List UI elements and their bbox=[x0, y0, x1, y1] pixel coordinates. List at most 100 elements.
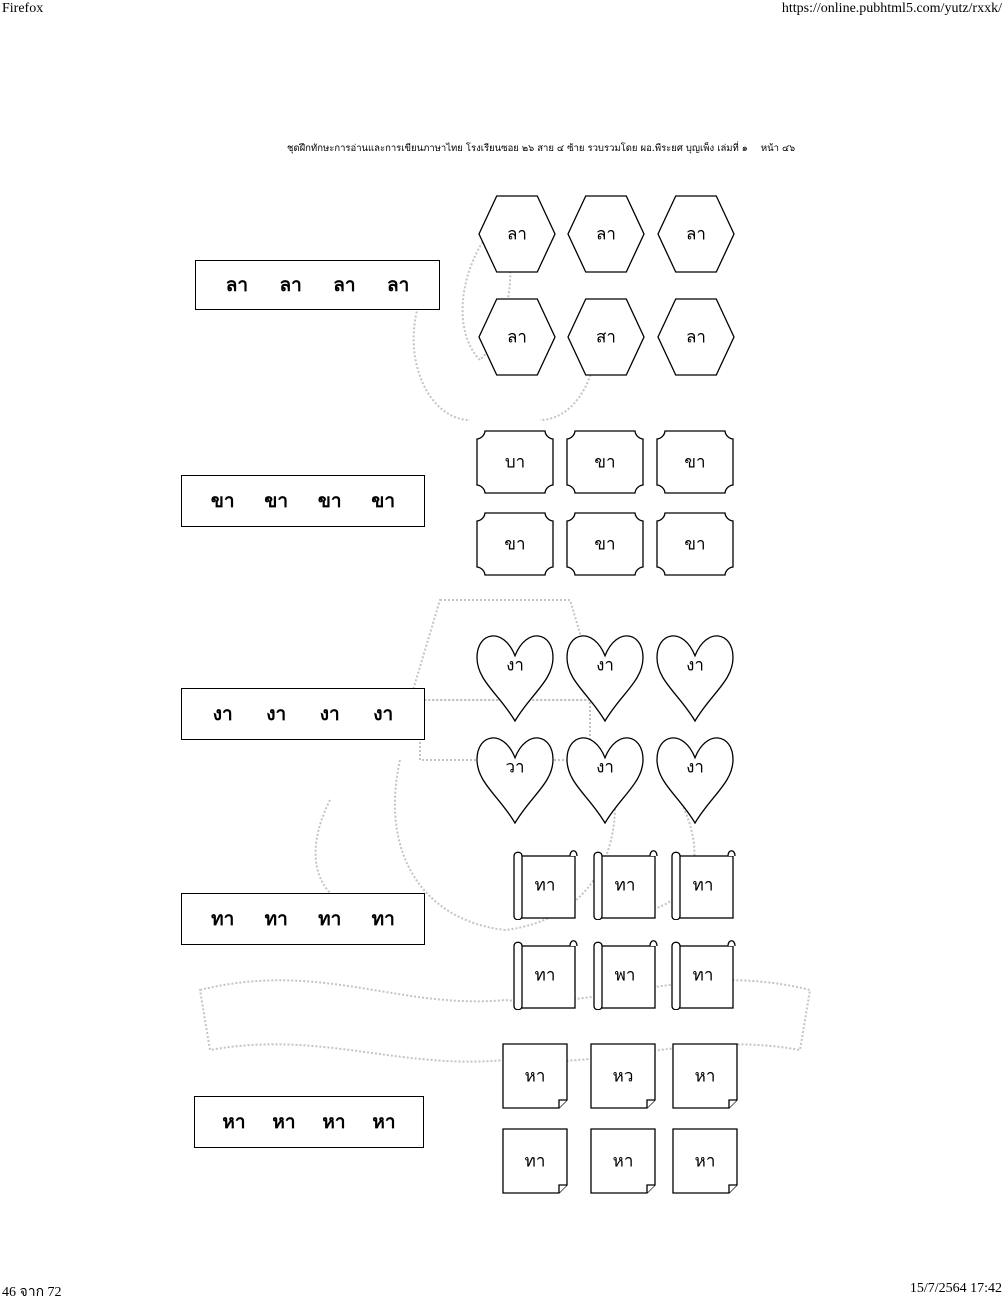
tile-word: ทา bbox=[524, 1151, 546, 1172]
prompt-box: งางางางา bbox=[181, 688, 425, 740]
hexagon-shape bbox=[657, 195, 735, 273]
prompt-word: ทา bbox=[371, 908, 395, 930]
tile-word: หา bbox=[524, 1066, 546, 1087]
scroll-word-tile: ทา bbox=[512, 940, 578, 1010]
prompt-box: ขาขาขาขา bbox=[181, 475, 425, 527]
heart-word-tile: วา bbox=[476, 732, 554, 824]
page-number: หน้า ๔๖ bbox=[760, 143, 796, 154]
note-word-tile: หว bbox=[590, 1043, 656, 1109]
note-word-tile: หา bbox=[672, 1128, 738, 1194]
heart-shape bbox=[566, 635, 644, 722]
prompt-word: ลา bbox=[225, 274, 249, 296]
prompt-word: หา bbox=[272, 1111, 296, 1133]
hexagon-word-tile: ลา bbox=[478, 195, 556, 273]
tile-word: งา bbox=[506, 655, 524, 676]
hexagon-shape bbox=[567, 298, 645, 376]
prompt-word: ทา bbox=[264, 908, 288, 930]
heart-shape bbox=[566, 737, 644, 824]
heart-word-tile: งา bbox=[656, 630, 734, 722]
hexagon-word-tile: ลา bbox=[657, 298, 735, 376]
note-word-tile: ทา bbox=[502, 1128, 568, 1194]
page-counter: 46 จาก 72 bbox=[2, 1285, 62, 1300]
tile-word: ลา bbox=[507, 327, 527, 348]
hexagon-word-tile: สา bbox=[567, 298, 645, 376]
tile-word: ทา bbox=[692, 875, 714, 896]
prompt-word: หา bbox=[322, 1111, 346, 1133]
tile-word: ขา bbox=[504, 534, 526, 555]
tile-word: ขา bbox=[594, 452, 616, 473]
tile-word: สา bbox=[596, 327, 616, 348]
tile-word: งา bbox=[596, 757, 614, 778]
tile-word: หา bbox=[694, 1151, 716, 1172]
prompt-word: ขา bbox=[210, 490, 235, 512]
tile-word: งา bbox=[686, 655, 704, 676]
prompt-word: ขา bbox=[317, 490, 342, 512]
scroll-word-tile: ทา bbox=[670, 940, 736, 1010]
notched-word-tile: บา bbox=[476, 430, 554, 494]
notched-shape bbox=[656, 430, 734, 494]
heart-word-tile: งา bbox=[656, 732, 734, 824]
header-text: ชุดฝึกทักษะการอ่านและการเขียนภาษาไทย โรง… bbox=[287, 143, 748, 154]
note-shape bbox=[502, 1043, 568, 1109]
note-shape bbox=[672, 1043, 738, 1109]
prompt-word: งา bbox=[373, 703, 394, 725]
prompt-word: ทา bbox=[318, 908, 342, 930]
browser-name: Firefox bbox=[2, 1, 44, 16]
prompt-word: ลา bbox=[279, 274, 302, 296]
heart-shape bbox=[476, 737, 554, 824]
tile-word: บา bbox=[504, 452, 526, 473]
scroll-shape bbox=[671, 850, 736, 920]
notched-shape bbox=[566, 430, 644, 494]
tile-word: ทา bbox=[534, 965, 556, 986]
notched-word-tile: ขา bbox=[566, 512, 644, 576]
notched-word-tile: ขา bbox=[656, 430, 734, 494]
notched-shape bbox=[566, 512, 644, 576]
tile-word: หา bbox=[694, 1066, 716, 1087]
tile-word: ลา bbox=[596, 224, 616, 245]
prompt-word: ทา bbox=[211, 908, 235, 930]
notched-shape bbox=[656, 512, 734, 576]
print-time: 15/7/2564 17:42 bbox=[909, 1281, 1002, 1296]
document-header: ชุดฝึกทักษะการอ่านและการเขียนภาษาไทย โรง… bbox=[287, 141, 795, 156]
tile-word: ทา bbox=[614, 875, 636, 896]
scroll-shape bbox=[513, 940, 578, 1010]
hexagon-shape bbox=[567, 195, 645, 273]
prompt-word: ขา bbox=[371, 490, 396, 512]
scroll-shape bbox=[513, 850, 578, 920]
scroll-word-tile: พา bbox=[592, 940, 658, 1010]
prompt-box: ลา ลา ลา ลา bbox=[195, 260, 440, 310]
heart-shape bbox=[476, 635, 554, 722]
heart-word-tile: งา bbox=[566, 732, 644, 824]
tile-word: งา bbox=[596, 655, 614, 676]
scroll-shape bbox=[593, 940, 658, 1010]
prompt-word: งา bbox=[319, 703, 340, 725]
heart-word-tile: งา bbox=[566, 630, 644, 722]
tile-word: ขา bbox=[594, 534, 616, 555]
notched-shape bbox=[476, 512, 554, 576]
scroll-word-tile: ทา bbox=[512, 850, 578, 920]
hexagon-shape bbox=[478, 298, 556, 376]
tile-word: งา bbox=[686, 757, 704, 778]
note-word-tile: หา bbox=[502, 1043, 568, 1109]
tile-word: ลา bbox=[507, 224, 527, 245]
note-shape bbox=[590, 1128, 656, 1194]
hexagon-shape bbox=[478, 195, 556, 273]
hexagon-shape bbox=[657, 298, 735, 376]
tile-word: วา bbox=[505, 757, 525, 778]
tile-word: พา bbox=[614, 965, 636, 986]
tile-word: ลา bbox=[686, 224, 706, 245]
page-url[interactable]: https://online.pubhtml5.com/yutz/rxxk/ bbox=[781, 1, 1002, 16]
prompt-word: หา bbox=[372, 1111, 396, 1133]
prompt-word: ลา bbox=[333, 274, 356, 296]
scroll-word-tile: ทา bbox=[670, 850, 736, 920]
note-word-tile: หา bbox=[590, 1128, 656, 1194]
note-shape bbox=[502, 1128, 568, 1194]
prompt-box: ทา ทา ทา ทา bbox=[181, 893, 425, 945]
scroll-shape bbox=[593, 850, 658, 920]
prompt-word: งา bbox=[266, 703, 287, 725]
prompt-word: ลา bbox=[386, 274, 410, 296]
note-word-tile: หา bbox=[672, 1043, 738, 1109]
heart-shape bbox=[656, 737, 734, 824]
prompt-box: หาหาหาหา bbox=[194, 1096, 424, 1148]
tile-word: หว bbox=[612, 1066, 634, 1087]
